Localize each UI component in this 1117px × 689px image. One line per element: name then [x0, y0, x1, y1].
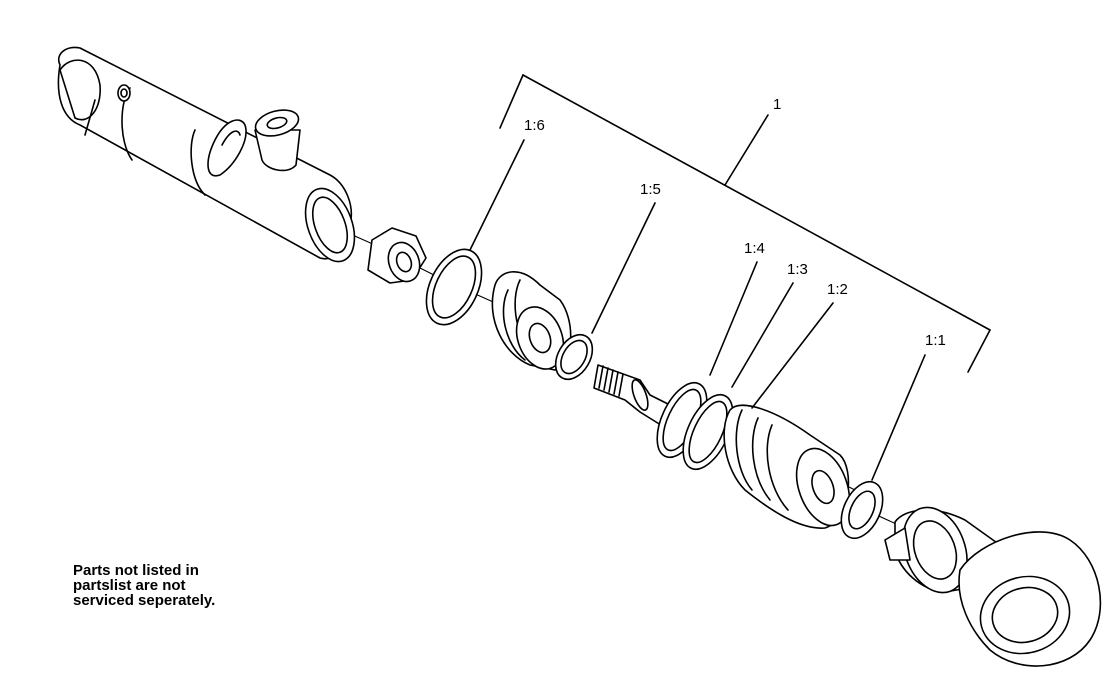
service-note-line-3: serviced seperately. [73, 592, 216, 609]
rod-eye-end [884, 506, 1102, 667]
part-1-3-ring [682, 393, 734, 471]
port-fitting [254, 109, 301, 172]
callout-1-5: 1:5 [640, 181, 661, 198]
part-1-5-o-ring [554, 333, 594, 381]
hex-nut [367, 227, 427, 284]
part-1-2-piston [723, 404, 851, 529]
callout-1-4: 1:4 [744, 240, 765, 257]
gland-bushing [491, 271, 572, 371]
service-note-line-1: Parts not listed in [73, 562, 199, 579]
leader-lines [469, 139, 926, 481]
assembly-bracket [499, 74, 991, 373]
callout-1-1: 1:1 [925, 332, 946, 349]
part-1-6-o-ring [425, 248, 483, 326]
callout-1: 1 [773, 96, 781, 113]
cylinder-housing [57, 46, 356, 263]
callout-1-3: 1:3 [787, 261, 808, 278]
service-note-line-2: partslist are not [73, 577, 186, 594]
callout-1-2: 1:2 [827, 281, 848, 298]
callout-1-6: 1:6 [524, 117, 545, 134]
service-note: Parts not listed in partslist are not se… [73, 563, 313, 608]
part-1-1-ring [840, 480, 884, 540]
